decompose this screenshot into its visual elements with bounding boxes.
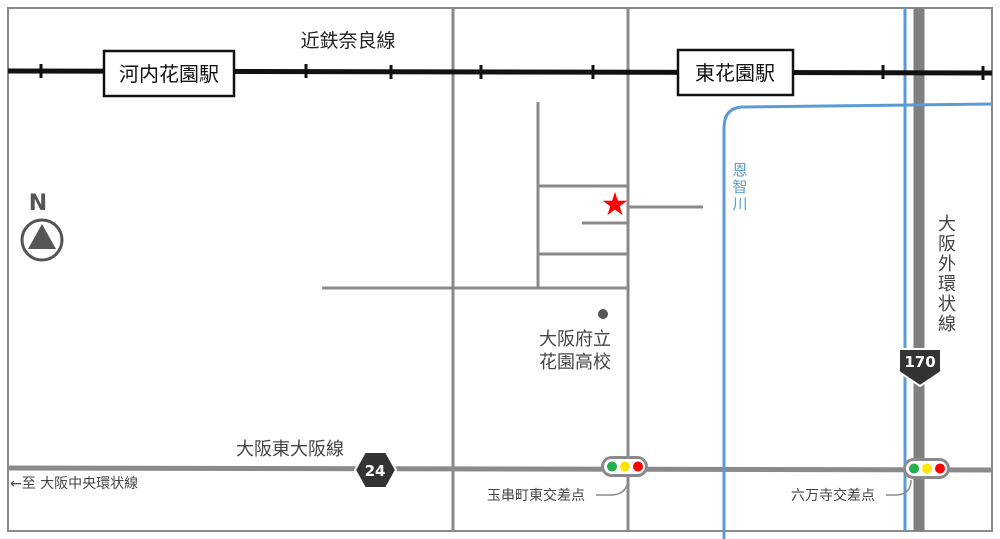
soto-kanjo-label: 大 阪 外 環 状 線 [938, 214, 956, 335]
school-label-line1: 大阪府立 [539, 329, 611, 350]
svg-text:環: 環 [938, 274, 956, 295]
route-170-badge: 170 [898, 348, 942, 388]
north-arrow: N [20, 191, 64, 262]
route-170-number: 170 [904, 353, 935, 371]
road-label-chuo-kanjo: ←至 大阪中央環状線 [10, 476, 138, 492]
route-24-number: 24 [365, 462, 386, 480]
traffic-signal-tamagushi-icon [596, 456, 648, 496]
school-label-line2: 花園高校 [539, 352, 611, 373]
station-label: 河内花園駅 [119, 62, 219, 86]
station-higashi-hanazono: 東花園駅 [676, 48, 795, 97]
svg-text:川: 川 [732, 195, 747, 213]
svg-text:大: 大 [938, 214, 956, 235]
route-24-badge: 24 [353, 451, 398, 489]
river-onchi [722, 102, 993, 539]
station-kawachi-hanazono: 河内花園駅 [102, 49, 236, 98]
roads [7, 8, 993, 531]
svg-text:線: 線 [938, 314, 956, 335]
intersection-label-rokumanji: 六万寺交差点 [791, 487, 875, 504]
traffic-signal-rokumanji-icon [886, 458, 950, 496]
road-label-osaka-higashi-osaka: 大阪東大阪線 [236, 439, 344, 460]
school-marker [598, 309, 608, 319]
svg-text:阪: 阪 [938, 234, 956, 255]
river-label: 恩 智 川 [732, 161, 747, 213]
svg-text:外: 外 [938, 254, 956, 275]
station-label: 東花園駅 [695, 61, 775, 85]
railway-line-name: 近鉄奈良線 [300, 30, 395, 52]
road-osaka-higashi-osaka [7, 465, 993, 473]
north-arrow-triangle-icon [28, 224, 56, 249]
svg-text:智: 智 [732, 178, 747, 196]
svg-text:状: 状 [938, 294, 956, 315]
intersection-label-tamagushi: 玉串町東交差点 [487, 487, 585, 504]
destination-star-icon: ★ [601, 185, 630, 223]
svg-text:恩: 恩 [732, 161, 747, 179]
railway: 近鉄奈良線 河内花園駅 東花園駅 [7, 30, 993, 98]
railway-ticks [39, 64, 985, 80]
north-label: N [29, 191, 47, 216]
